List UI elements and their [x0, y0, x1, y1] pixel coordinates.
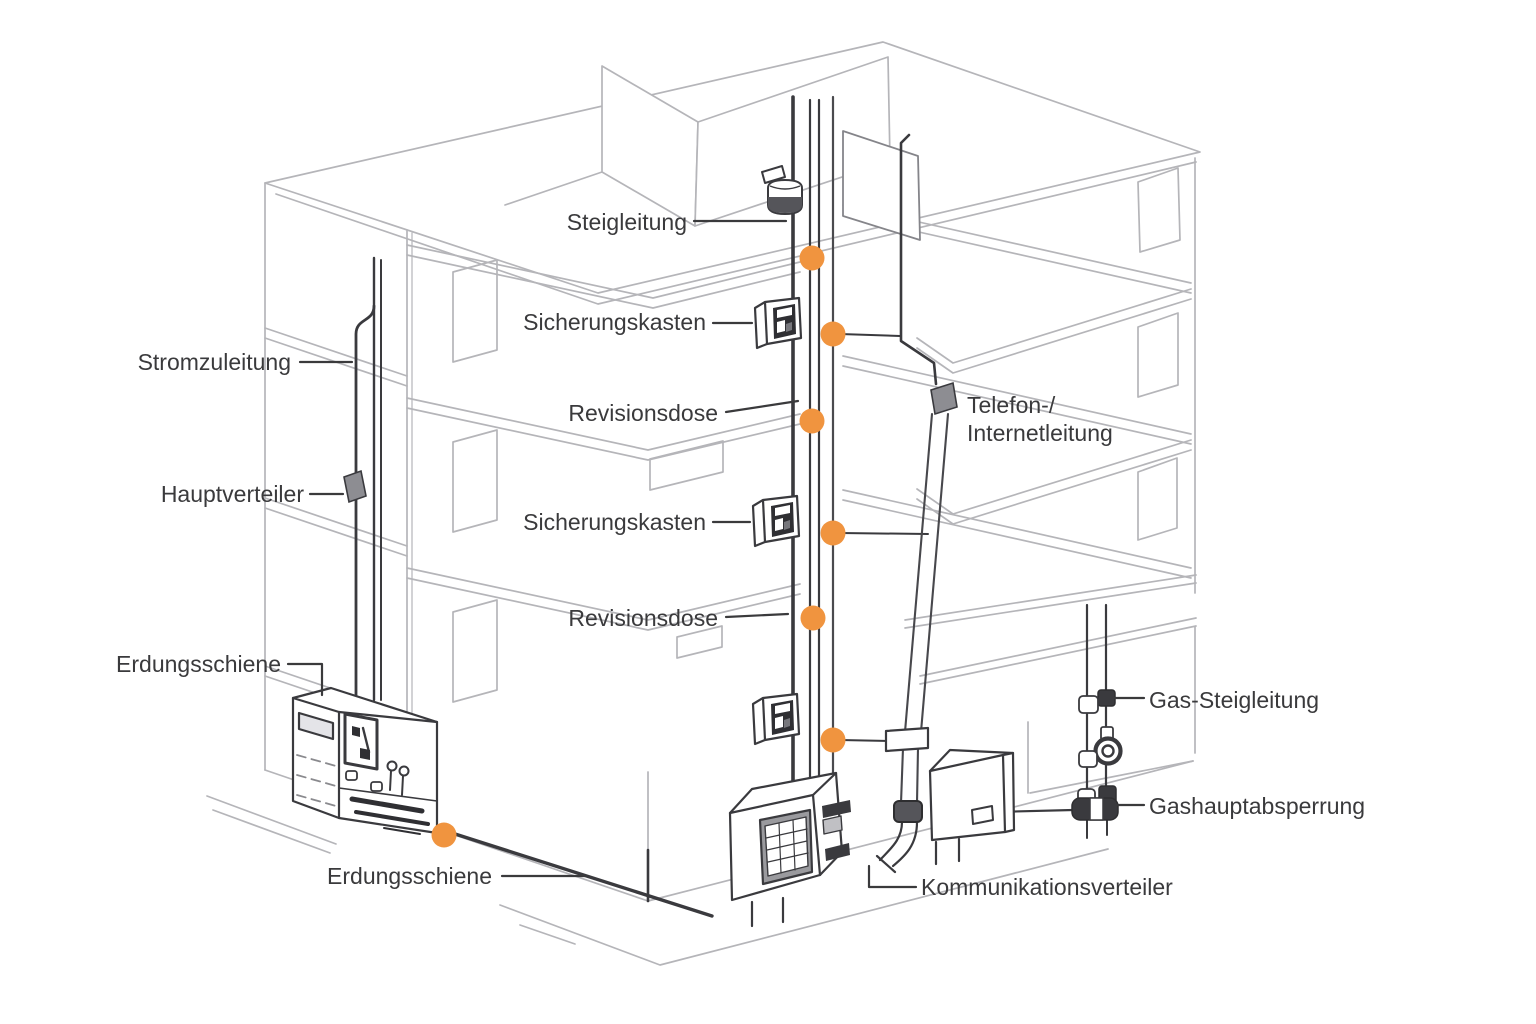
- label-revisionsdose-1: Revisionsdose: [568, 400, 718, 426]
- box-label-plate: [971, 805, 994, 825]
- erdungsschiene-rail: [349, 796, 425, 814]
- gas-assembly: [1071, 689, 1123, 821]
- label-steigleitung: Steigleitung: [566, 209, 687, 235]
- cable-end-sleeve: [761, 165, 803, 215]
- connection-marker: [799, 408, 825, 434]
- telefon-conduit: [903, 412, 934, 734]
- label-telefon-line1: Telefon-/: [967, 392, 1056, 418]
- connection-marker: [820, 727, 846, 753]
- label-gashauptabsperrung: Gashauptabsperrung: [1149, 793, 1366, 819]
- conduit-fittings: [884, 726, 930, 823]
- leader-lines: [286, 219, 1146, 889]
- connection-marker: [820, 520, 846, 546]
- connection-markers: [431, 245, 846, 848]
- conduit-collar: [893, 800, 923, 823]
- connection-marker: [431, 822, 457, 848]
- telefon-clamp: [930, 381, 958, 416]
- telefon-cable: [899, 133, 938, 386]
- connection-marker: [820, 321, 846, 347]
- label-revisionsdose-2: Revisionsdose: [568, 605, 718, 631]
- hauptverteiler-cabinet: [291, 686, 439, 835]
- label-sicherungskasten-2: Sicherungskasten: [523, 509, 706, 535]
- label-sicherungskasten-1: Sicherungskasten: [523, 309, 706, 335]
- label-stromzuleitung: Stromzuleitung: [137, 349, 291, 375]
- label-gas-steigleitung: Gas-Steigleitung: [1149, 687, 1320, 713]
- connection-marker: [800, 605, 826, 631]
- conduit-coupler: [884, 726, 930, 753]
- label-hauptverteiler: Hauptverteiler: [160, 481, 304, 507]
- erdungsschiene-ground-line: [450, 831, 714, 918]
- underground-conduit: [891, 820, 919, 868]
- hauptverteiler-clamp: [343, 469, 367, 504]
- label-kommunikationsverteiler: Kommunikationsverteiler: [921, 874, 1173, 900]
- connection-marker: [799, 245, 825, 271]
- service-lines: [354, 95, 1108, 918]
- label-telefon-line2: Internetleitung: [967, 420, 1113, 446]
- kommunikationsverteiler-box: [728, 771, 851, 928]
- gas-anschluss-box: [928, 748, 1016, 866]
- label-telefon-internetleitung: Telefon-/ Internetleitung: [967, 391, 1113, 447]
- gas-steigleitung-tee: [1097, 689, 1116, 707]
- label-erdungsschiene-2: Erdungsschiene: [327, 863, 492, 889]
- stromzuleitung-cable: [354, 304, 376, 702]
- label-erdungsschiene-1: Erdungsschiene: [116, 651, 281, 677]
